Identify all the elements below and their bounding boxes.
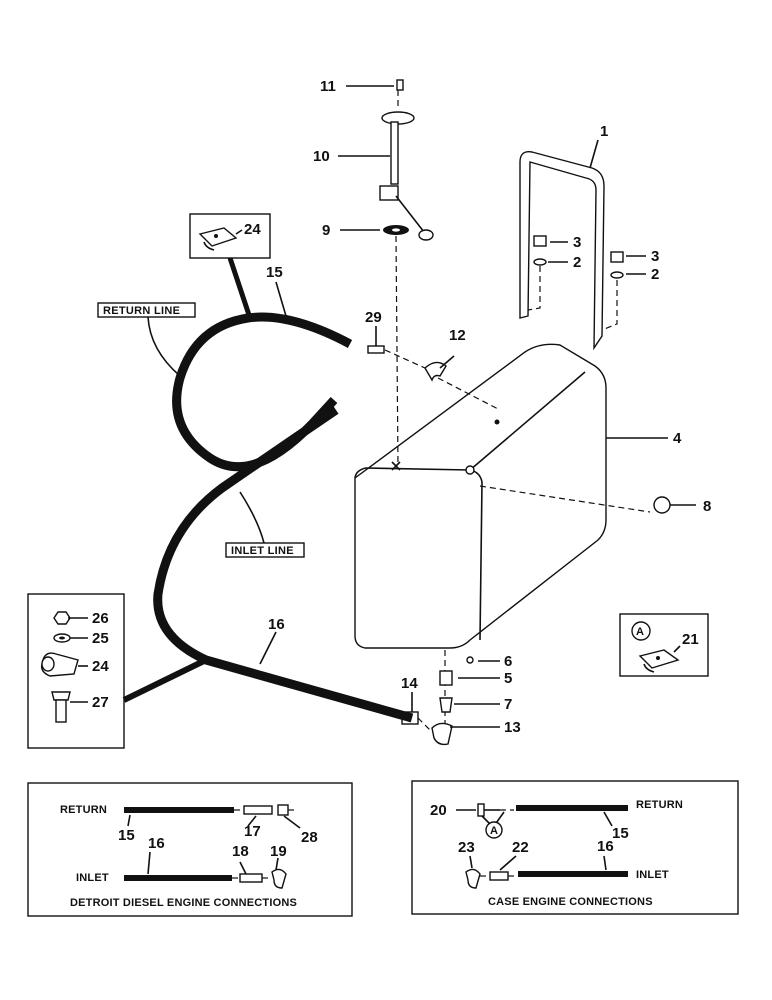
callout-24-bottom: 24: [92, 658, 109, 675]
svg-text:INLET LINE: INLET LINE: [231, 545, 294, 557]
callout-14: 14: [401, 675, 418, 692]
case-callout-15: 15: [612, 825, 629, 842]
callout-15: 15: [266, 264, 283, 281]
callout-13: 13: [504, 719, 521, 736]
callout-4: 4: [673, 430, 682, 447]
callout-25: 25: [92, 630, 109, 647]
detail-a-box: A 21: [619, 613, 709, 677]
detroit-callout-18: 18: [232, 843, 249, 860]
case-callout-23: 23: [458, 839, 475, 856]
inlet-hose-16: [153, 406, 414, 723]
case-detail-a-marker: A: [490, 825, 498, 837]
callout-26: 26: [92, 610, 109, 627]
fittings: [367, 345, 671, 746]
callout-12: 12: [449, 327, 466, 344]
fuel-tank: [354, 343, 607, 649]
callout-9: 9: [322, 222, 330, 239]
callout-11: 11: [320, 78, 336, 95]
callout-8: 8: [703, 498, 711, 515]
mount-detail-box: 26 25 24 27: [27, 593, 208, 749]
callout-3-right: 3: [651, 248, 659, 265]
clamp-detail-box: 24: [189, 213, 271, 319]
case-callout-22: 22: [512, 839, 529, 856]
return-line-label: RETURN LINE: [97, 302, 196, 377]
detroit-callout-16: 16: [148, 835, 165, 852]
detroit-callout-17: 17: [244, 823, 261, 840]
callout-21: 21: [682, 631, 699, 648]
svg-text:RETURN LINE: RETURN LINE: [103, 305, 180, 317]
strap-fasteners: [527, 235, 624, 331]
callout-24-top: 24: [244, 221, 261, 238]
detroit-return-label: RETURN: [60, 804, 107, 816]
callout-6: 6: [504, 653, 512, 670]
case-inlet-label: INLET: [636, 869, 669, 881]
callout-29: 29: [365, 309, 382, 326]
detroit-caption: DETROIT DIESEL ENGINE CONNECTIONS: [70, 897, 297, 909]
detroit-callout-19: 19: [270, 843, 287, 860]
detail-a-marker: A: [636, 626, 644, 638]
fuel-sender: [379, 79, 434, 471]
detroit-callout-28: 28: [301, 829, 318, 846]
detroit-inlet-label: INLET: [76, 872, 109, 884]
callouts: [259, 85, 696, 728]
case-connections-box: 20 RETURN A 15 23 22 16 INLET CASE ENGIN…: [411, 780, 739, 915]
tank-strap: [519, 151, 605, 351]
detroit-callout-15: 15: [118, 827, 135, 844]
callout-10: 10: [313, 148, 330, 165]
case-callout-20: 20: [430, 802, 447, 819]
callout-1: 1: [600, 123, 608, 140]
case-callout-16: 16: [597, 838, 614, 855]
inlet-line-label: INLET LINE: [225, 491, 305, 558]
callout-3-left: 3: [573, 234, 581, 251]
callout-16: 16: [268, 616, 285, 633]
callout-5: 5: [504, 670, 512, 687]
return-hose-15: [172, 312, 353, 472]
callout-27: 27: [92, 694, 109, 711]
callout-7: 7: [504, 696, 512, 713]
callout-2-right: 2: [651, 266, 659, 283]
case-caption: CASE ENGINE CONNECTIONS: [488, 896, 653, 908]
callout-2-left: 2: [573, 254, 581, 271]
detroit-connections-box: RETURN 15 17 28 16 INLET 18 19 DETROIT D…: [27, 782, 353, 917]
case-return-label: RETURN: [636, 799, 683, 811]
